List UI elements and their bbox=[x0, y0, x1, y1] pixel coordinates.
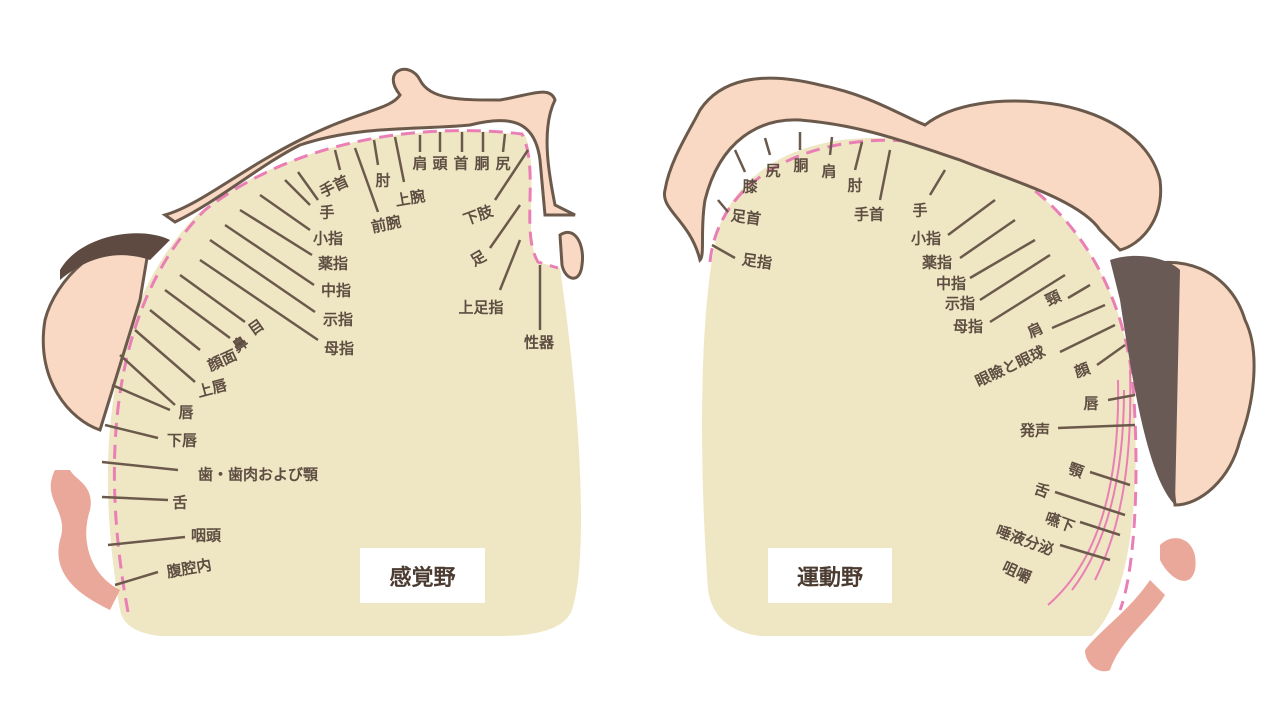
sensory-label-thumb: 母指 bbox=[323, 339, 355, 358]
sensory-cortex-shape bbox=[107, 131, 582, 636]
sensory-label-head: 頭 bbox=[432, 154, 448, 173]
sensory-label-elbow: 肘 bbox=[375, 171, 391, 190]
sensory-label-lips: 唇 bbox=[178, 403, 194, 422]
motor-label-hip: 尻 bbox=[765, 161, 781, 180]
motor-label-hand: 手 bbox=[912, 201, 928, 220]
motor-label-lips: 唇 bbox=[1083, 394, 1099, 413]
motor-label-elbow: 肘 bbox=[847, 176, 863, 195]
motor-label-vocalization: 発声 bbox=[1019, 421, 1051, 440]
sensory-label-pharynx: 咽頭 bbox=[190, 526, 222, 545]
sensory-label-tongue: 舌 bbox=[172, 493, 188, 512]
sensory-label-toes: 上足指 bbox=[458, 298, 504, 317]
sensory-digestive-organ bbox=[50, 470, 120, 610]
sensory-label-little-finger: 小指 bbox=[312, 229, 344, 248]
motor-hair bbox=[1110, 255, 1180, 505]
motor-label-thumb: 母指 bbox=[952, 317, 984, 336]
sensory-label-index-finger: 示指 bbox=[322, 310, 354, 329]
motor-label-knee: 膝 bbox=[742, 177, 758, 196]
sensory-label-shoulder: 肩 bbox=[412, 154, 428, 173]
sensory-cortex-title: 感覚野 bbox=[360, 548, 485, 603]
leader-lines bbox=[101, 132, 1136, 587]
motor-label-ankle: 足首 bbox=[729, 206, 763, 229]
motor-cortex-shape bbox=[702, 137, 1136, 636]
motor-label-wrist: 手首 bbox=[853, 205, 885, 224]
motor-label-shoulder: 肩 bbox=[821, 162, 837, 181]
sensory-label-genitals: 性器 bbox=[523, 333, 555, 352]
motor-dashed-outline bbox=[708, 138, 1138, 611]
sensory-label-lower-lip: 下唇 bbox=[166, 431, 198, 450]
motor-label-middle-finger: 中指 bbox=[935, 274, 967, 293]
sensory-label-middle-finger: 中指 bbox=[320, 281, 352, 300]
motor-mouth-organs bbox=[1085, 538, 1196, 672]
motor-label-ring-finger: 薬指 bbox=[921, 253, 953, 272]
motor-label-trunk: 胴 bbox=[793, 156, 809, 175]
sensory-dashed-outline bbox=[112, 129, 559, 613]
sensory-label-trunk: 胴 bbox=[474, 154, 490, 173]
sensory-label-hand: 手 bbox=[319, 203, 335, 222]
motor-label-toes: 足指 bbox=[740, 250, 774, 273]
motor-cortex-title: 運動野 bbox=[768, 548, 892, 603]
motor-label-index-finger: 示指 bbox=[944, 294, 976, 313]
sensory-label-hip: 尻 bbox=[495, 154, 511, 173]
sensory-hair bbox=[60, 233, 170, 280]
sensory-label-teeth-gums-jaw: 歯・歯肉および顎 bbox=[197, 465, 319, 484]
sensory-label-ring-finger: 薬指 bbox=[317, 254, 349, 273]
motor-label-little-finger: 小指 bbox=[910, 229, 942, 248]
sensory-label-neck: 首 bbox=[453, 154, 469, 173]
